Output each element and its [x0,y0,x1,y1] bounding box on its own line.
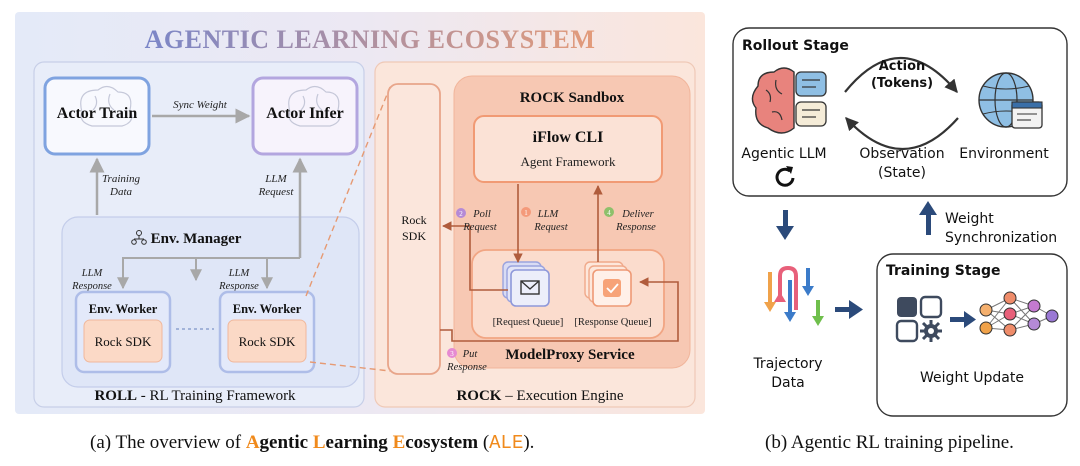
training-data-label-1: Training [102,173,140,185]
step3-arrow [440,277,679,342]
step1-badge [521,207,531,217]
step2-arrow [442,221,508,291]
action-label: Action [879,59,926,74]
step2-number: 2 [459,210,463,218]
right-arrow [835,300,863,319]
step4-number: 4 [607,209,611,217]
iflow-cli-box [473,115,663,183]
caption-a-earning: earning [325,432,393,453]
env-worker-left-label: Env. Worker [89,302,158,316]
sync-weight-label: Sync Weight [173,99,228,111]
zoom-line-bottom [309,361,391,372]
apps-gear-icon [895,295,943,343]
environment-label: Environment [959,146,1049,162]
llm-request-label-2: Request [258,186,295,198]
request-queue-icon [502,261,550,307]
modelproxy-label: ModelProxy Service [505,347,635,363]
step1-label-2: Request [533,222,568,233]
caption-b: (b) Agentic RL training pipeline. [765,432,1014,453]
panel-a-title: AGENTIC LEARNING ECOSYSTEM [145,25,596,54]
rock-sdk-right-box [227,319,307,363]
up-arrow [919,201,937,235]
caption-a-gentic: gentic [259,432,313,453]
observation-label: Observation [859,146,944,162]
arrow-right-icon [950,311,976,328]
step4-badge [604,207,614,217]
step3-label-2: Response [446,362,487,373]
llm-response-left-2: Response [71,281,112,292]
response-queue-icon [584,261,632,307]
actor-infer-box [251,76,359,156]
request-queue-label: [Request Queue] [493,317,564,328]
action-arrow [844,57,958,94]
step1-label-1: LLM [537,209,560,220]
training-data-label-2: Data [109,186,133,198]
llm-response-left-1: LLM [81,268,104,279]
down-arrow [776,210,794,240]
step2-label-2: Request [462,222,497,233]
brain-icon [288,85,341,127]
state-label: (State) [878,165,926,181]
env-worker-right-label: Env. Worker [233,302,302,316]
step1-number: 1 [524,209,528,217]
caption-a-letter-l: L [312,432,326,453]
response-queue-label: [Response Queue] [574,317,651,328]
training-stage-box [876,253,1068,417]
rock-sdk-column [387,83,441,375]
caption-a-close: ). [523,432,535,453]
trajectory-icon [764,265,824,326]
step3-number: 3 [450,350,454,358]
rock-sandbox-label: ROCK Sandbox [520,90,625,106]
trajectory-label-2: Data [771,375,804,391]
rock-sdk-column-label-1: Rock [401,213,426,227]
step3-badge [447,348,457,358]
observation-arrow [845,117,959,150]
caption-a-open: ( [478,432,490,453]
caption-a-cosystem: cosystem [405,432,479,453]
actor-train-box [43,76,151,156]
llm-request-label-1: LLM [264,173,287,185]
llm-response-right-2: Response [218,281,259,292]
tokens-label: (Tokens) [871,76,933,91]
rollout-stage-box [732,27,1068,197]
globe-browser-icon [978,72,1043,129]
weight-update-label: Weight Update [920,370,1024,386]
env-manager-label: Env. Manager [151,231,242,247]
step2-badge [456,208,466,218]
step3-label-1: Put [462,349,479,360]
step2-label-1: Poll [472,209,491,220]
caption-a-letter-a: A [245,432,260,453]
rock-sdk-right-label: Rock SDK [239,334,296,349]
llm-response-arrow-left [117,257,300,290]
refresh-icon [775,166,795,187]
rock-sdk-left-label: Rock SDK [95,334,152,349]
step4-label-1: Deliver [621,209,654,220]
rock-sdk-column-label-2: SDK [402,229,426,243]
brain-chat-icon [751,67,827,134]
actor-train-label: Actor Train [57,105,138,122]
network-icon [131,230,147,245]
caption-a-prefix: (a) The overview of [90,432,246,453]
zoom-line-top [305,86,391,297]
iflow-cli-label: iFlow CLI [533,129,604,146]
trajectory-label-1: Trajectory [752,356,822,372]
neural-network-icon [979,291,1059,337]
agentic-llm-label: Agentic LLM [741,146,826,162]
actor-infer-label: Actor Infer [266,105,343,122]
step4-label-2: Response [615,222,656,233]
caption-a-ale: ALE [489,432,524,454]
weight-sync-label-1: Weight [945,211,994,227]
caption-a-letter-e: E [392,432,406,453]
brain-icon [80,85,133,127]
rock-sdk-left-box [83,319,163,363]
rock-engine-label: ROCK – Execution Engine [456,388,623,404]
rollout-stage-label: Rollout Stage [742,38,849,54]
caption-a: (a) The overview of Agentic Learning Eco… [90,432,534,454]
weight-sync-label-2: Synchronization [945,230,1057,246]
llm-response-right-1: LLM [228,268,251,279]
roll-framework-label: ROLL - RL Training Framework [94,388,296,404]
agent-framework-label: Agent Framework [521,154,616,169]
training-stage-label: Training Stage [886,263,1001,279]
